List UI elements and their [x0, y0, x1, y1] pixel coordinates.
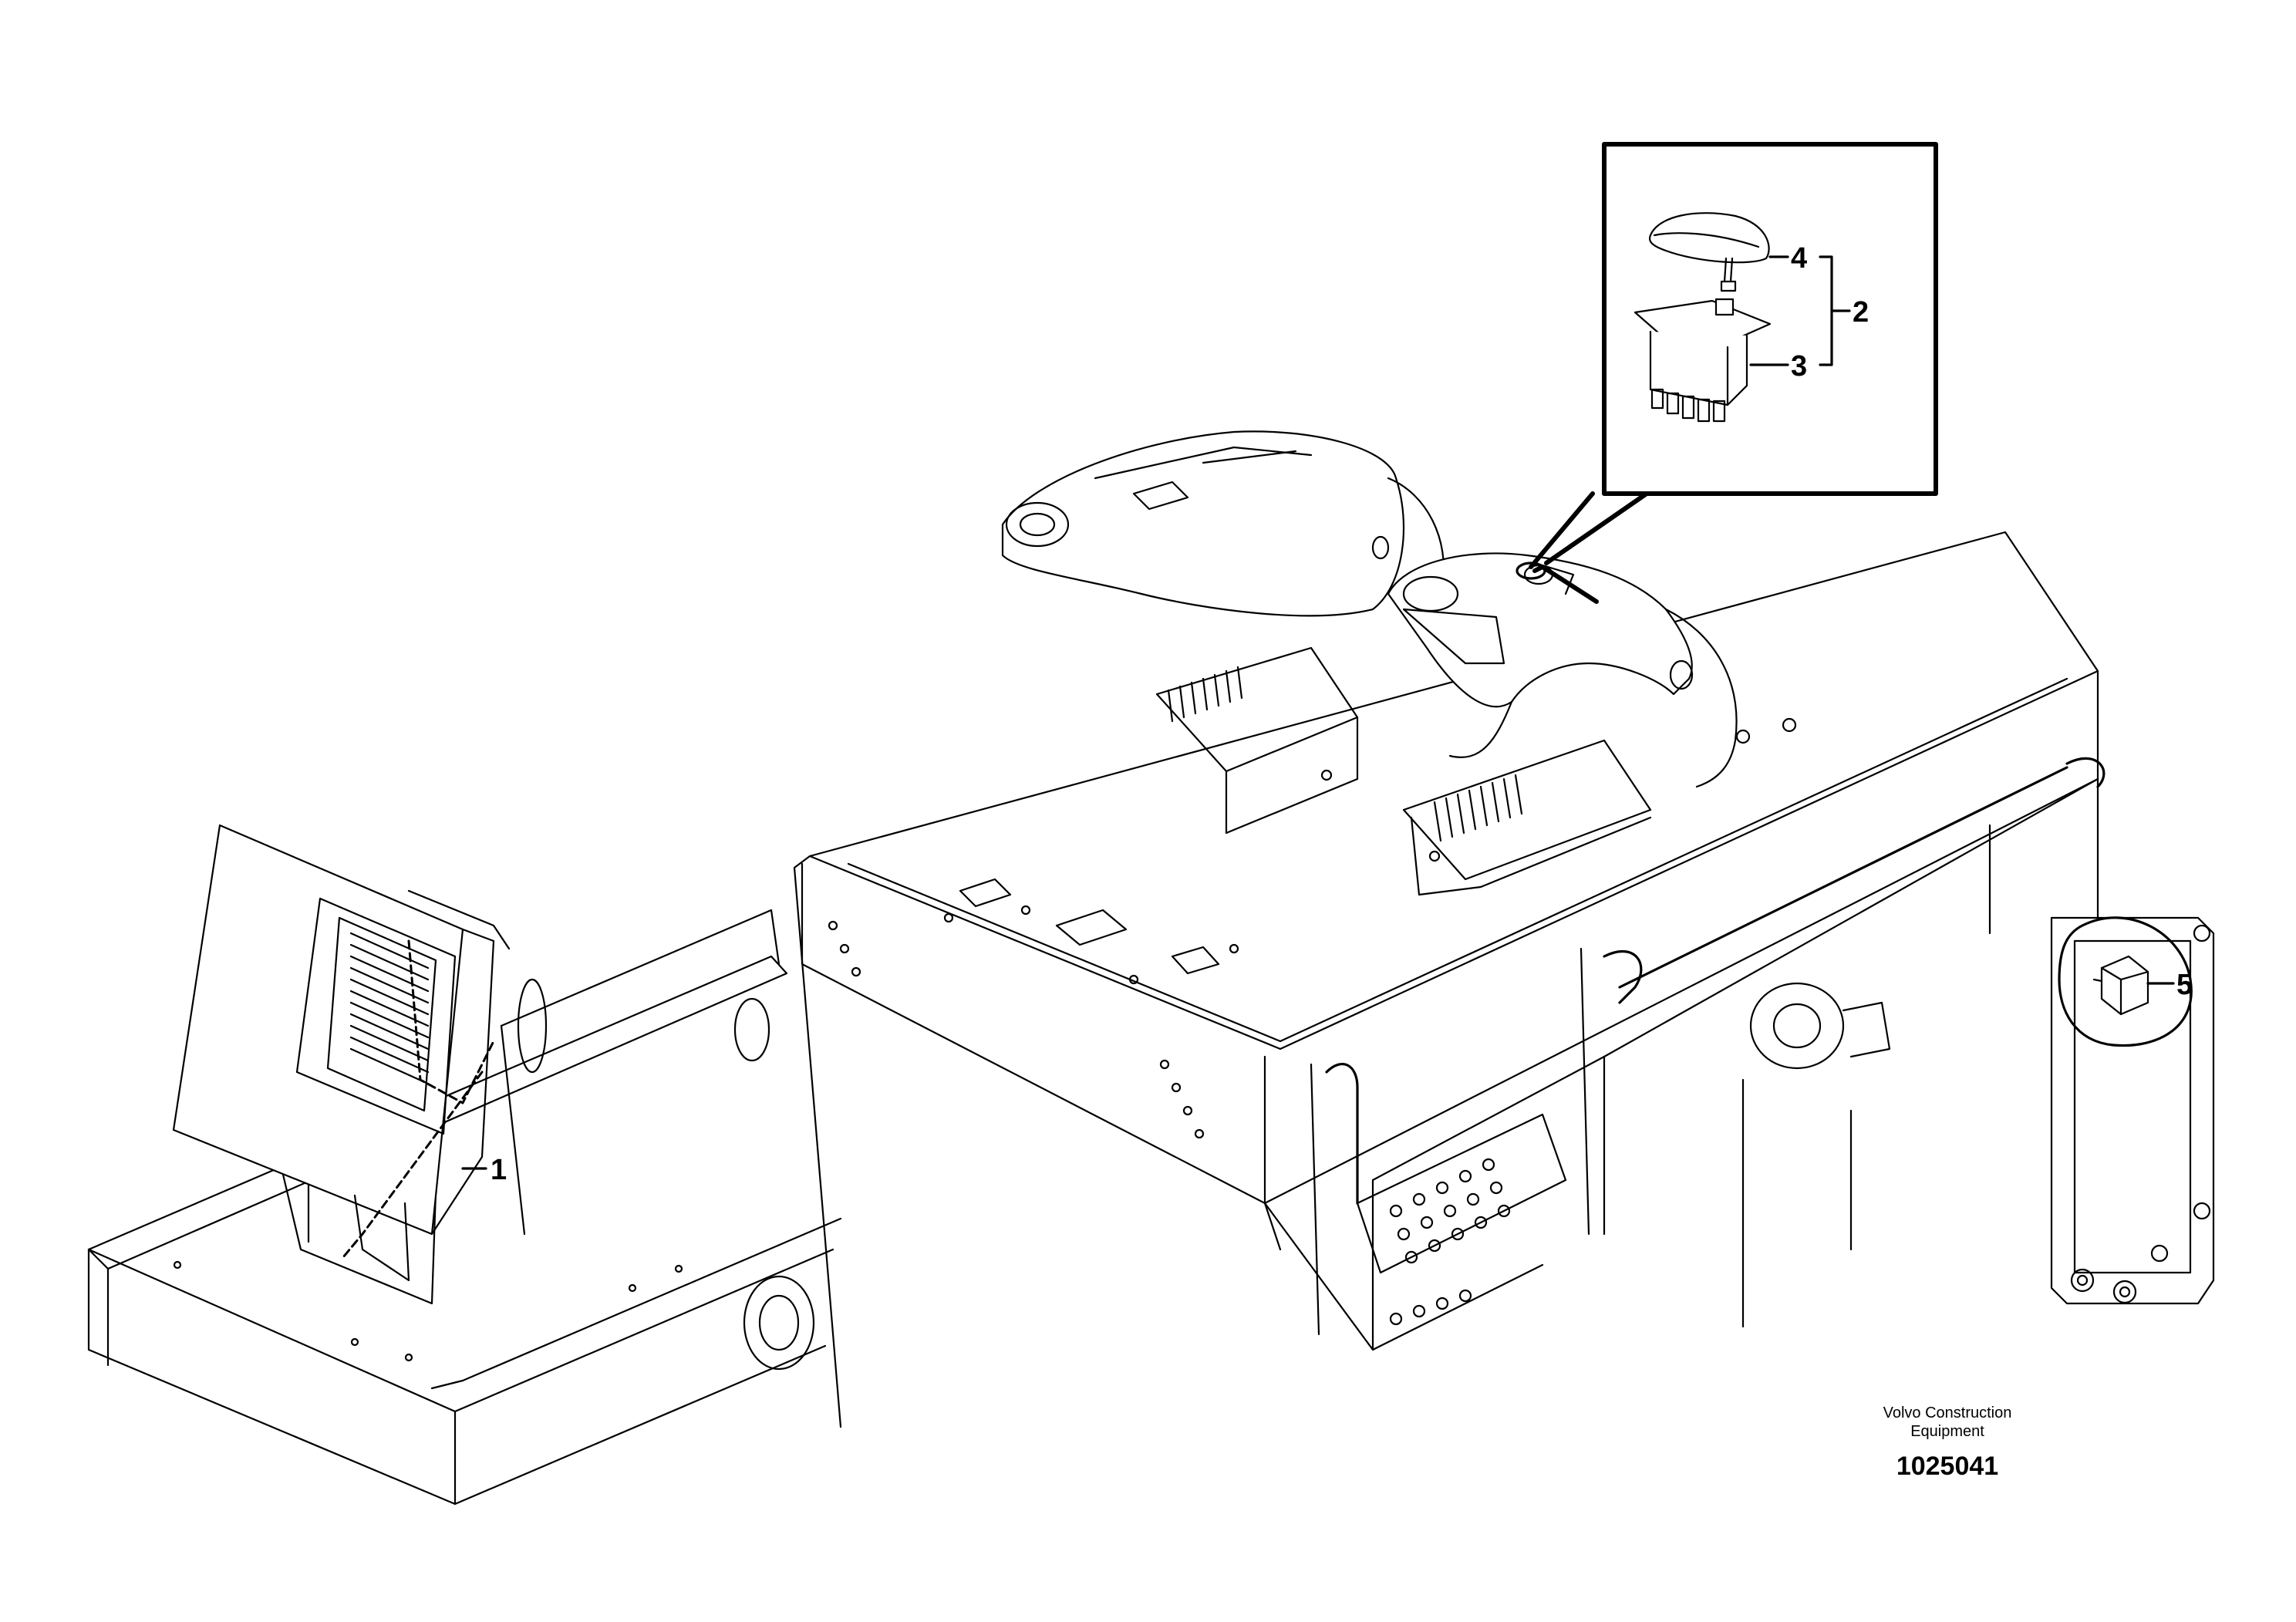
credit-line-2: Equipment: [1910, 1423, 1984, 1440]
callout-2: 2: [1853, 296, 1869, 329]
console-vent-left: [1167, 666, 1243, 723]
chassis-frame: [87, 909, 842, 1506]
armrest-left: [1001, 430, 1445, 617]
console-boxes: [1155, 646, 1797, 896]
armrest-right: [1387, 552, 1738, 788]
credit-line-1: Volvo Construction: [1883, 1404, 2012, 1421]
callout-1: 1: [491, 1154, 507, 1186]
display-unit: [172, 824, 548, 1282]
manufacturer-credit: Volvo Construction Equipment 1025041: [1851, 1404, 2044, 1482]
switch-pins: [1650, 388, 1726, 423]
joystick-knob: [1648, 212, 1770, 292]
figure-number: 1025041: [1896, 1452, 1999, 1481]
callout-leaders: [461, 255, 2175, 1170]
step-holes: [1389, 1158, 1511, 1326]
display-vent-grille: [349, 932, 430, 1085]
detail-inset: [1515, 142, 1938, 604]
side-panel: [2050, 916, 2215, 1305]
right-frame: [1263, 757, 2106, 1351]
callout-4: 4: [1791, 242, 1807, 275]
callout-5: 5: [2176, 969, 2193, 1001]
joystick-switch-body: [1633, 298, 1772, 423]
console-vent-right: [1433, 774, 1523, 842]
callout-3: 3: [1791, 350, 1807, 383]
